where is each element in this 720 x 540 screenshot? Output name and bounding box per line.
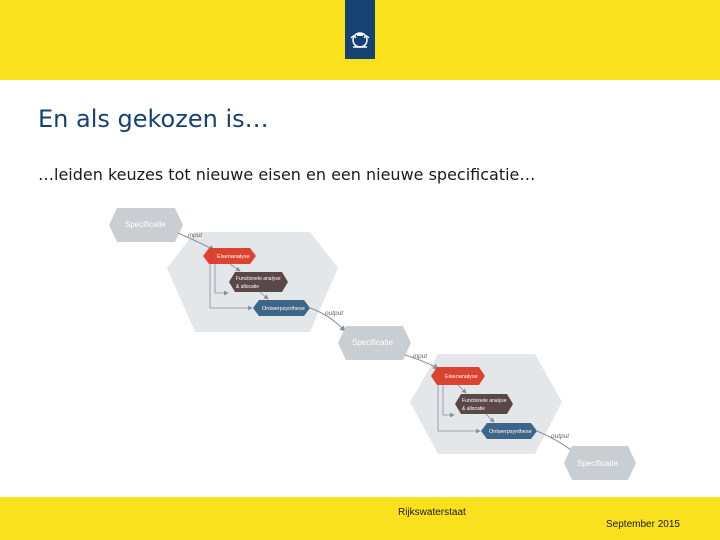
ontwerpsynthese-2-node: Ontwerpsynthese (481, 423, 537, 439)
eisenanalyse-1-node: Eisenanalyse (203, 248, 256, 264)
slide-subtitle: …leiden keuzes tot nieuwe eisen en een n… (38, 165, 536, 184)
input-2-label: input (413, 353, 428, 360)
functionele-analyse-1-node: Functionele analyse & allocatie (229, 272, 288, 292)
specificatie-2-node: Specificatie (338, 326, 411, 360)
footer-date: September 2015 (606, 519, 680, 530)
ontwerpsynthese-1-label: Ontwerpsynthese (262, 306, 305, 312)
specificatie-3-node: Specificatie (564, 446, 636, 480)
output-1-label: output (325, 310, 344, 317)
functionele-analyse-2-label-line2: & allocatie (462, 406, 485, 412)
functionele-analyse-1-label-line1: Functionele analyse (236, 276, 281, 282)
specificatie-3-label: Specificatie (577, 459, 618, 468)
specificatie-1-node: Specificatie (109, 208, 183, 242)
eisenanalyse-1-label: Eisenanalyse (217, 254, 250, 260)
functionele-analyse-1-label-line2: & allocatie (236, 284, 259, 290)
output-2-label: output (551, 433, 570, 440)
ontwerpsynthese-1-node: Ontwerpsynthese (253, 300, 310, 316)
functionele-analyse-2-label-line1: Functionele analyse (462, 398, 507, 404)
ontwerpsynthese-2-label: Ontwerpsynthese (489, 429, 532, 435)
input-1-label: input (188, 232, 203, 239)
government-logo (345, 0, 375, 59)
bottom-yellow-band (0, 497, 720, 540)
coat-of-arms-icon (350, 32, 370, 48)
process-diagram: Specificatie input Eisenanalyse Function… (109, 208, 636, 480)
functionele-analyse-2-node: Functionele analyse & allocatie (455, 394, 513, 414)
eisenanalyse-2-node: Eisenanalyse (431, 367, 485, 385)
footer-org-name: Rijkswaterstaat (398, 507, 466, 518)
specificatie-1-label: Specificatie (125, 220, 166, 229)
specificatie-2-label: Specificatie (352, 338, 393, 347)
slide-title: En als gekozen is… (38, 105, 269, 133)
eisenanalyse-2-label: Eisenanalyse (445, 374, 478, 380)
